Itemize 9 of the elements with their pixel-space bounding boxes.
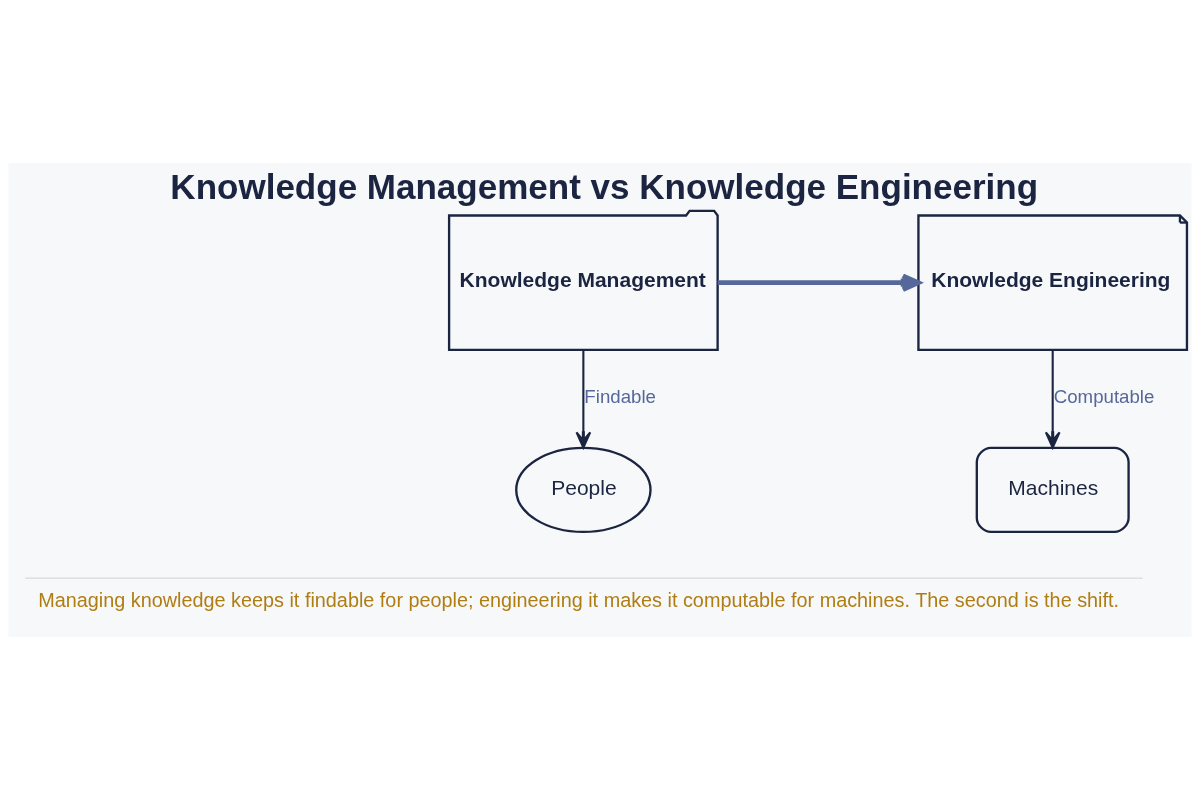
diagram-title: Knowledge Management vs Knowledge Engineering <box>170 167 1039 207</box>
node-box: Machines <box>975 446 1130 534</box>
arrow <box>1044 350 1061 449</box>
arrow <box>717 273 921 292</box>
edge-label: Computable <box>1053 386 1155 408</box>
node-ellipse: People <box>515 446 652 534</box>
arrow <box>575 350 592 449</box>
caption: Managing knowledge keeps it findable for people; engineering it makes it computable for machines. The second is the shift. <box>38 588 1120 611</box>
edge-label: Findable <box>584 386 656 408</box>
